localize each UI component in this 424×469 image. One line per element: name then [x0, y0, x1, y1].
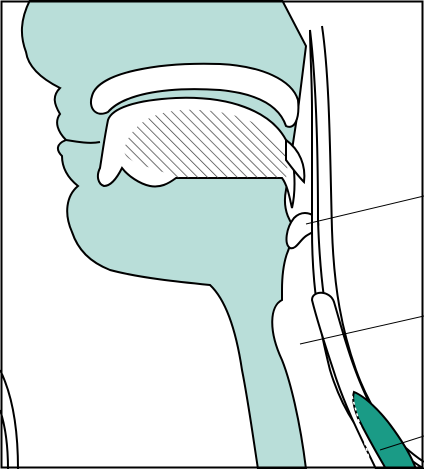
- leader-line-1: [306, 196, 424, 224]
- posterior-pharynx-outline: [322, 26, 424, 462]
